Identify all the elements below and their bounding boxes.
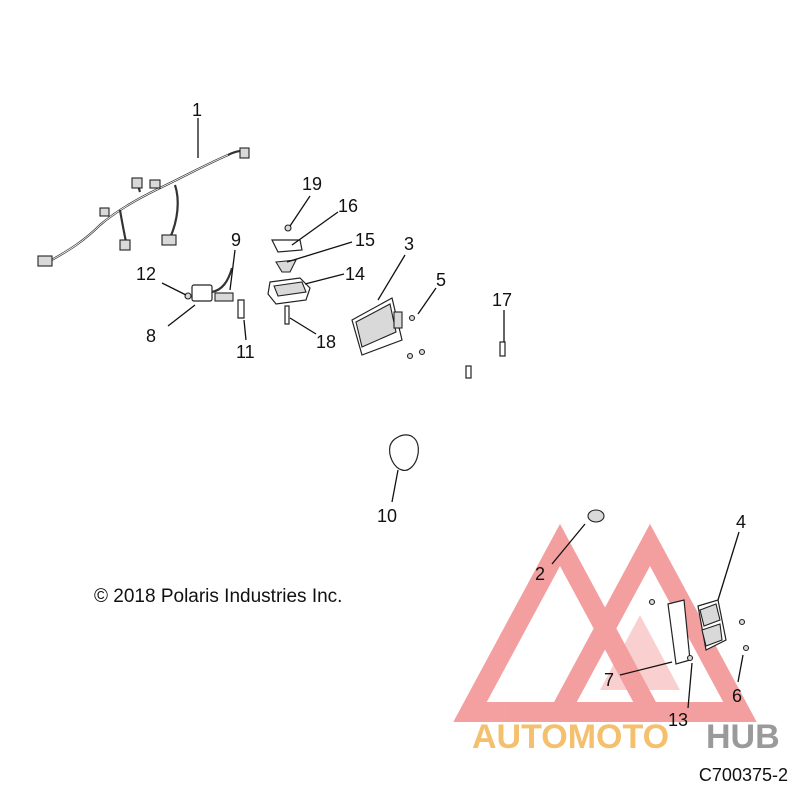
callout-13: 13 (668, 710, 688, 730)
relay-group (267, 224, 311, 325)
grommet (587, 509, 605, 523)
callout-12: 12 (136, 264, 156, 284)
callout-16: 16 (338, 196, 358, 216)
callout-18: 18 (316, 332, 336, 352)
watermark-text-a: AUTOMOTO (472, 718, 669, 756)
gasket (389, 434, 419, 471)
callout-19: 19 (302, 174, 322, 194)
callout-numbers: 1 2 3 4 5 6 7 8 9 10 11 12 13 14 15 16 1… (136, 100, 746, 730)
leader-lines (161, 118, 744, 709)
callout-5: 5 (436, 270, 446, 290)
callout-10: 10 (377, 506, 397, 526)
wiring-harness (37, 147, 250, 267)
watermark-logo (453, 523, 757, 722)
callout-1: 1 (192, 100, 202, 120)
callout-7: 7 (604, 670, 614, 690)
watermark-text-b: HUB (706, 718, 780, 756)
ecu-module (351, 297, 506, 379)
callout-14: 14 (345, 264, 365, 284)
callout-3: 3 (404, 234, 414, 254)
callout-15: 15 (355, 230, 375, 250)
callout-17: 17 (492, 290, 512, 310)
callout-8: 8 (146, 326, 156, 346)
callout-9: 9 (231, 230, 241, 250)
copyright-notice: © 2018 Polaris Industries Inc. (94, 586, 343, 607)
callout-6: 6 (732, 686, 742, 706)
callout-4: 4 (736, 512, 746, 532)
sensor-assembly (184, 267, 245, 319)
diagram-code: C700375-2 (698, 765, 788, 785)
regulator-assembly (648, 598, 750, 665)
callout-11: 11 (236, 342, 255, 362)
callout-2: 2 (535, 564, 545, 584)
